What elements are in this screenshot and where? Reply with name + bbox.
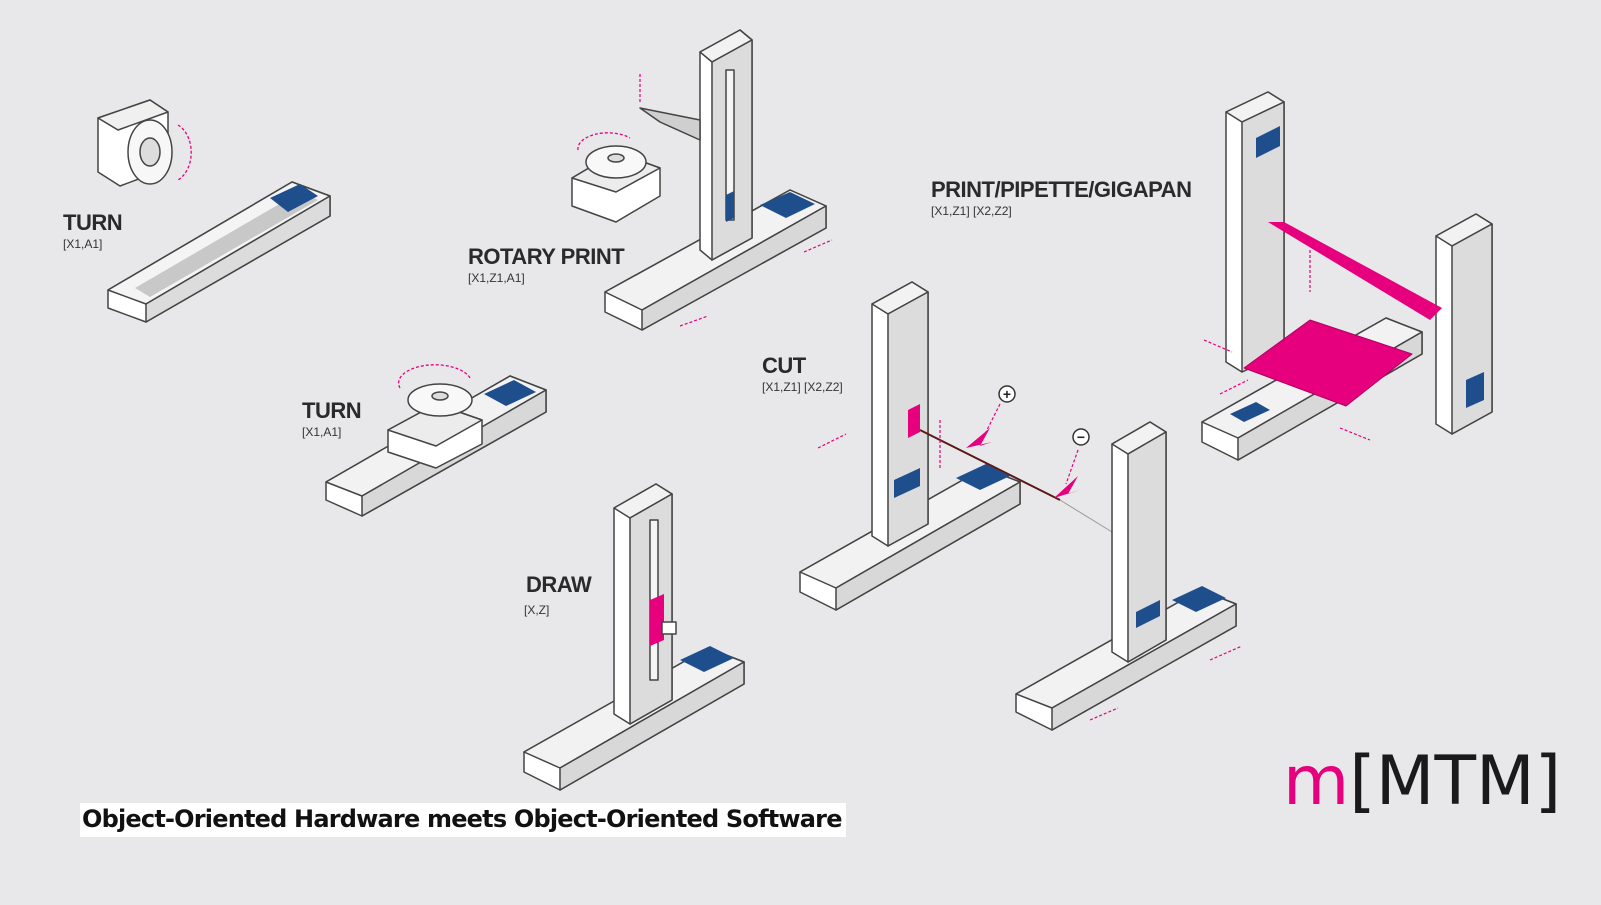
rotary-print-title: ROTARY PRINT: [468, 244, 625, 269]
logo-name: MTM: [1375, 742, 1535, 821]
draw-title: DRAW: [526, 572, 592, 597]
plus-marker-circle: [998, 385, 1016, 403]
turn-1-motor: [97, 99, 173, 187]
cut-title: CUT: [762, 353, 806, 378]
mmtm-logo: m[MTM]: [1283, 748, 1561, 816]
rotary-print-column: [699, 29, 753, 261]
minus-marker-circle: [1072, 428, 1090, 446]
caption-banner: Object-Oriented Hardware meets Object-Or…: [80, 803, 846, 837]
minus-marker-icon: −: [1076, 429, 1086, 445]
turn-2-title: TURN: [302, 398, 362, 423]
logo-prefix: m: [1283, 742, 1350, 821]
draw-axes: [X,Z]: [524, 603, 550, 617]
cut-machine: [799, 281, 1243, 731]
rotary-print-turntable: [571, 145, 661, 223]
rotary-print-machine: [571, 29, 833, 331]
turn-2-machine: [325, 364, 547, 517]
plus-marker-icon: +: [1002, 386, 1012, 402]
turn-1-machine: [97, 99, 331, 323]
turn-2-axes: [X1,A1]: [302, 425, 342, 439]
print-column-left: [1225, 91, 1285, 373]
turn-1-title: TURN: [63, 210, 123, 235]
print-pipette-gigapan-title: PRINT/PIPETTE/GIGAPAN: [931, 177, 1192, 202]
print-pipette-gigapan-machine: [1201, 91, 1493, 461]
print-pipette-gigapan-axes: [X1,Z1] [X2,Z2]: [931, 204, 1012, 218]
cut-column-right: [1015, 421, 1237, 731]
draw-machine: [523, 483, 745, 791]
rotary-print-axes: [X1,Z1,A1]: [468, 271, 525, 285]
cut-column-left: [871, 281, 929, 547]
print-column-right: [1435, 213, 1493, 435]
logo-open-bracket: [: [1349, 742, 1376, 821]
logo-close-bracket: ]: [1534, 742, 1562, 821]
turn-1-axes: [X1,A1]: [63, 237, 103, 251]
cut-axes: [X1,Z1] [X2,Z2]: [762, 380, 843, 394]
turn-2-turntable: [387, 383, 483, 469]
